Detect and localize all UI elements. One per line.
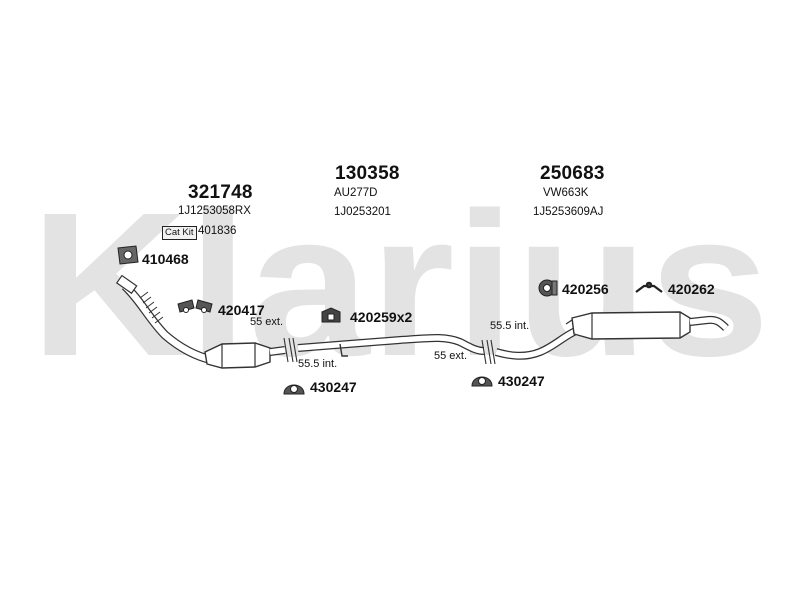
gasket-icon <box>117 245 139 265</box>
part-hanger: 420262 <box>668 281 715 297</box>
flex-section <box>139 291 164 324</box>
group2-code: 130358 <box>335 163 400 184</box>
clamp-round-icon <box>538 279 558 297</box>
part-ring-right: 430247 <box>498 373 545 389</box>
front-flange <box>115 274 138 295</box>
joint-left-int: 55.5 int. <box>298 358 338 370</box>
group2-ref2: 1J0253201 <box>334 206 391 218</box>
clamp-icon <box>177 299 213 313</box>
part-ring-left: 430247 <box>310 379 357 395</box>
joint-right <box>481 339 496 365</box>
joint-right-int: 55.5 int. <box>490 320 530 332</box>
part-gasket: 410468 <box>142 251 189 267</box>
catkit-number: 401836 <box>198 225 237 237</box>
joint-left <box>283 337 298 363</box>
catalytic-converter <box>204 342 271 369</box>
ring-mount-icon-right <box>471 376 493 387</box>
joint-right-ext: 55 ext. <box>434 350 468 362</box>
group3-ref2: 1J5253609AJ <box>533 206 604 218</box>
group3-code: 250683 <box>540 163 605 184</box>
hanger-icon <box>635 281 663 293</box>
part-clamp-left: 420417 <box>218 302 265 318</box>
group3-ref1: VW663K <box>543 187 589 199</box>
rubber-mount-icon <box>321 307 341 323</box>
ring-mount-icon-left <box>283 384 305 395</box>
rear-silencer <box>571 311 691 340</box>
group1-code: 321748 <box>188 182 253 203</box>
group1-ref: 1J1253058RX <box>178 205 251 217</box>
catkit-badge: Cat Kit <box>162 226 197 240</box>
part-mount-mid: 420259x2 <box>350 309 413 325</box>
group2-ref1: AU277D <box>334 187 378 199</box>
part-clamp-right: 420256 <box>562 281 609 297</box>
joint-left-ext: 55 ext. <box>250 316 284 328</box>
